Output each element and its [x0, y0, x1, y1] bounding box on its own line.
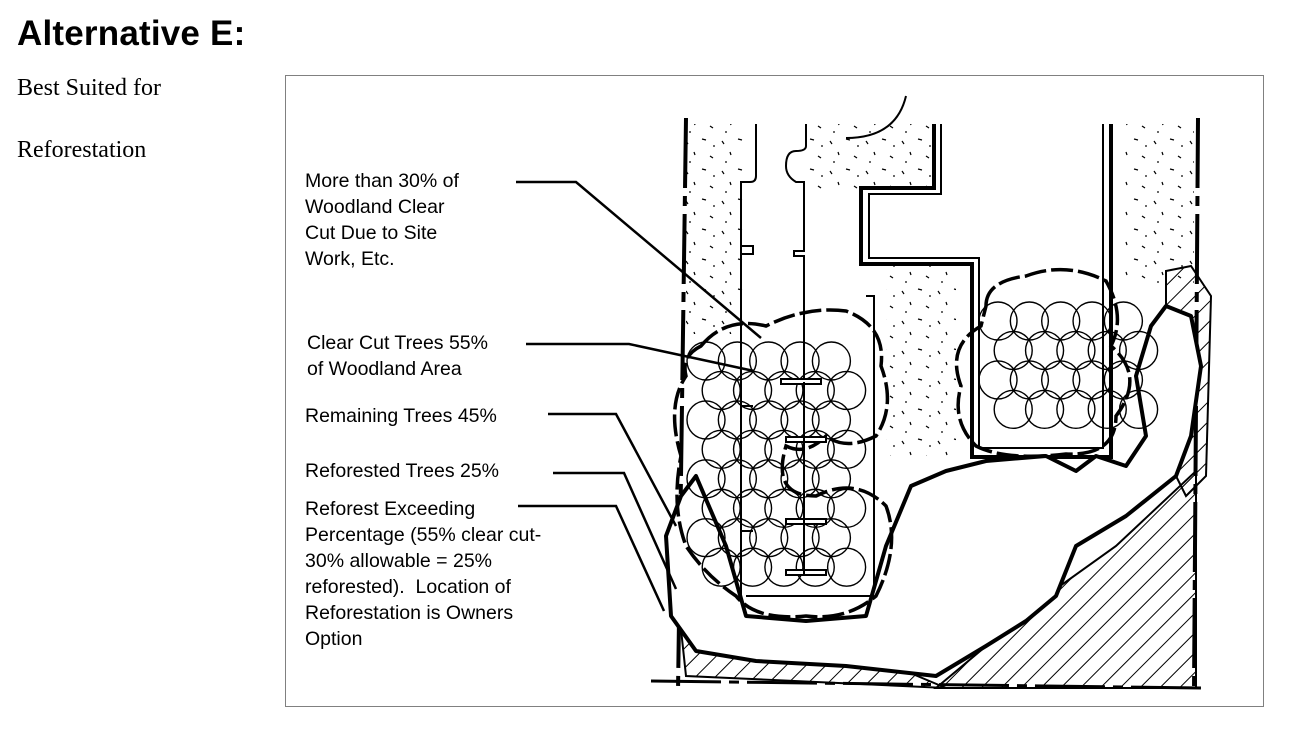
callout-clear-cut-trees: Clear Cut Trees 55% of Woodland Area — [307, 330, 488, 382]
callout-line: Percentage (55% clear cut- — [305, 524, 542, 546]
tree-circle — [1009, 360, 1050, 400]
tree-cluster-right — [978, 301, 1159, 430]
leader-reforest-exceeding — [518, 504, 666, 612]
leader-reforested-trees — [553, 471, 678, 590]
utility-markers — [780, 378, 827, 576]
tree-circle — [993, 389, 1033, 430]
callout-line: Reforested Trees 25% — [305, 460, 500, 482]
tree-circle — [686, 400, 726, 440]
callout-line: reforested). Location of — [305, 576, 511, 598]
subtitle-line-2: Reforestation — [17, 137, 147, 163]
tree-circle — [1024, 330, 1065, 371]
tree-circle — [701, 429, 741, 470]
tree-circle — [732, 429, 773, 470]
tree-circle — [1072, 360, 1112, 400]
tree-circle — [1041, 360, 1081, 400]
subtitle-line-1: Best Suited for — [17, 75, 161, 101]
callout-line: Cut Due to Site — [305, 222, 438, 244]
tree-circle — [795, 547, 835, 587]
callout-clear-cut-allowance: More than 30% of Woodland Clear Cut Due … — [305, 168, 459, 272]
callout-line: Clear Cut Trees 55% — [307, 332, 488, 354]
tree-circle — [826, 370, 867, 411]
callout-reforest-exceeding: Reforest Exceeding Percentage (55% clear… — [305, 496, 541, 652]
leader-clear-cut-allowance — [516, 180, 762, 339]
tree-circle — [826, 547, 867, 587]
canopy-outline-right — [954, 267, 1132, 458]
tree-circle — [826, 429, 867, 470]
reforested-mass — [664, 304, 1203, 678]
page-heading: Alternative E: — [17, 14, 246, 53]
leader-lines — [516, 180, 762, 612]
leader-clear-cut-trees — [526, 342, 755, 373]
callout-line: Reforest Exceeding — [305, 498, 476, 520]
site-plan-figure: More than 30% of Woodland Clear Cut Due … — [285, 75, 1264, 707]
tree-circle — [811, 459, 852, 499]
tree-circle — [795, 370, 835, 411]
tree-circle — [701, 547, 741, 587]
callout-line: of Woodland Area — [307, 358, 462, 380]
tree-circle — [1072, 301, 1112, 341]
tree-circle — [826, 488, 867, 528]
tree-circle — [993, 330, 1033, 371]
tree-circle — [749, 518, 789, 558]
tree-circle — [1087, 389, 1127, 430]
tree-circle — [749, 400, 789, 440]
stipple-areas — [686, 124, 1194, 456]
tree-circle — [717, 459, 758, 499]
tree-circle — [764, 370, 804, 411]
callout-line: Remaining Trees 45% — [305, 405, 497, 427]
tree-circle — [1087, 330, 1127, 371]
tree-circle — [978, 360, 1018, 400]
tree-circle — [717, 400, 758, 440]
tree-circle — [1041, 301, 1081, 341]
callout-line: Woodland Clear — [305, 196, 445, 218]
tree-circle — [780, 400, 820, 440]
tree-circle — [717, 341, 758, 381]
callout-line: Work, Etc. — [305, 248, 395, 270]
callout-line: Reforestation is Owners — [305, 602, 514, 624]
leader-remaining-trees — [548, 412, 678, 527]
tree-circle — [732, 370, 773, 411]
tree-circle — [749, 341, 789, 381]
callout-line: 30% allowable = 25% — [305, 550, 493, 572]
tree-circle — [701, 370, 741, 411]
callout-line: Option — [305, 628, 363, 650]
tree-circle — [1056, 330, 1096, 371]
tree-circle — [1009, 301, 1050, 341]
tree-circle — [732, 488, 773, 528]
tree-circle — [732, 547, 773, 587]
tree-circle — [811, 400, 852, 440]
site-plan-drawing — [516, 95, 1213, 692]
tree-circle — [811, 341, 852, 381]
callout-line: More than 30% of — [305, 170, 459, 192]
tree-circle — [1056, 389, 1096, 430]
building-outlines — [740, 95, 1113, 616]
tree-circle — [1024, 389, 1065, 430]
tree-circle — [780, 341, 820, 381]
callout-reforested-trees: Reforested Trees 25% — [305, 458, 499, 484]
tree-circle — [764, 547, 804, 587]
canopy-outline-left — [672, 308, 894, 619]
tree-cluster-left — [686, 341, 867, 587]
callout-remaining-trees: Remaining Trees 45% — [305, 403, 497, 429]
